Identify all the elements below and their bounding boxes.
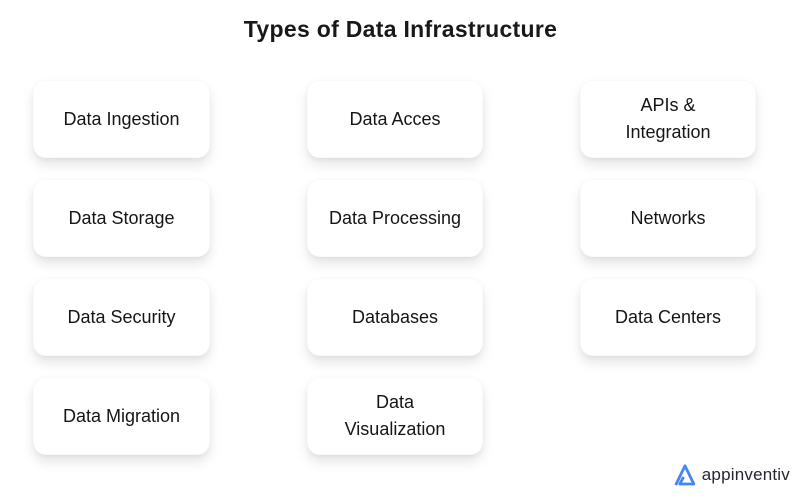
- page-title: Types of Data Infrastructure: [243, 16, 558, 42]
- card-data-visualization: Data Visualization: [307, 377, 483, 455]
- card-data-processing: Data Processing: [307, 179, 483, 257]
- card-networks: Networks: [580, 179, 756, 257]
- appinventiv-a-icon: [674, 464, 695, 486]
- card-data-acces: Data Acces: [307, 80, 483, 158]
- brand-name: appinventiv: [701, 465, 790, 484]
- card-data-centers: Data Centers: [580, 278, 756, 356]
- card-data-migration: Data Migration: [33, 377, 210, 455]
- card-databases: Databases: [307, 278, 483, 356]
- card-data-security: Data Security: [33, 278, 210, 356]
- card-data-storage: Data Storage: [33, 179, 210, 257]
- brand-logo: appinventiv: [673, 463, 790, 487]
- card-data-ingestion: Data Ingestion: [33, 80, 210, 158]
- cards-grid: Data Ingestion Data Acces APIs & Integra…: [33, 80, 756, 455]
- card-apis-integration: APIs & Integration: [580, 80, 756, 158]
